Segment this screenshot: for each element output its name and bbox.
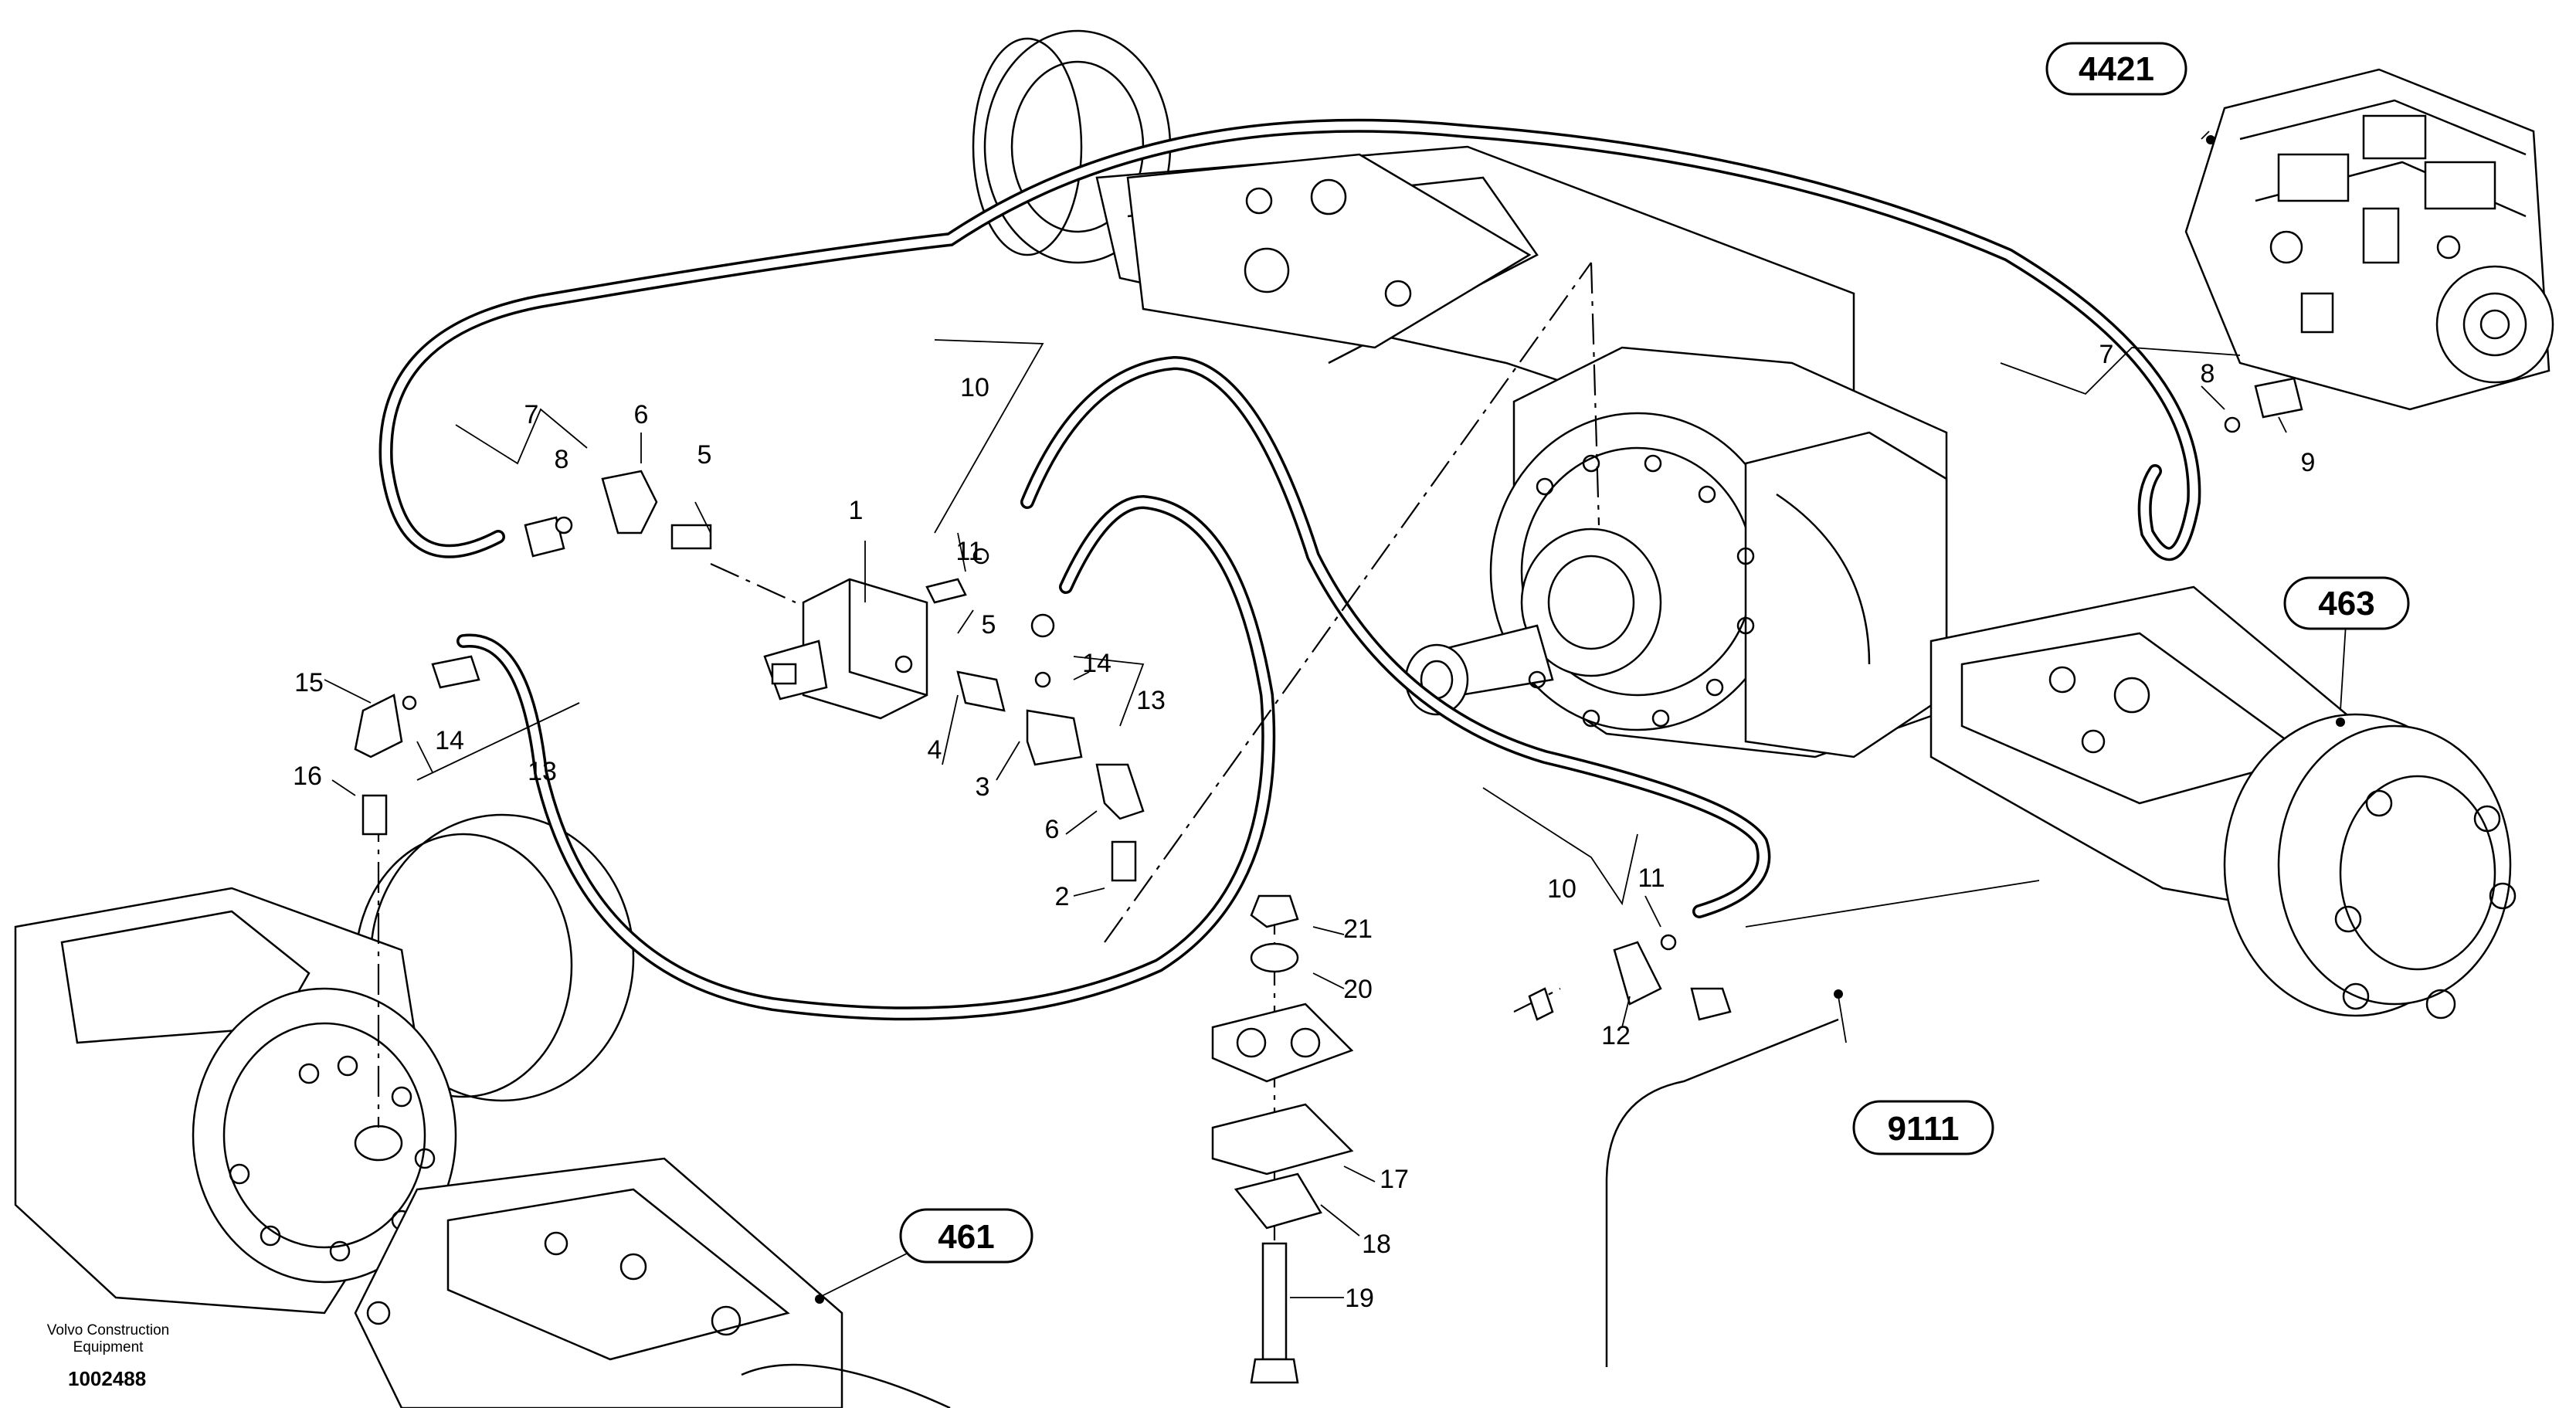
solenoid-valve (763, 578, 928, 720)
callout-461[interactable]: 461 (899, 1208, 1033, 1264)
part-number-5b: 5 (982, 610, 996, 640)
part-number-8b: 8 (2201, 359, 2215, 388)
part-number-10b: 10 (1547, 874, 1576, 904)
callout-4421-label: 4421 (2079, 50, 2154, 88)
brand-caption: Volvo Construction Equipment (31, 1322, 185, 1356)
part-number-11b: 11 (1638, 863, 1665, 893)
part-number-12: 12 (1601, 1021, 1631, 1050)
callout-4421[interactable]: 4421 (2045, 42, 2187, 96)
part-number-8a: 8 (555, 445, 569, 474)
dot-463 (2336, 718, 2345, 727)
part-number-14a: 14 (1082, 649, 1112, 678)
part-number-10a: 10 (960, 373, 989, 402)
brand-line-2: Equipment (73, 1339, 144, 1355)
part-number-20: 20 (1343, 975, 1373, 1004)
part-number-17: 17 (1380, 1165, 1409, 1194)
front-axle-drawing (14, 813, 951, 1408)
part-number-3: 3 (976, 772, 990, 802)
fittings-centre-group (925, 548, 1145, 882)
part-number-13b: 13 (528, 757, 557, 786)
part-number-2: 2 (1055, 882, 1070, 911)
callout-461-label: 461 (938, 1218, 994, 1256)
fittings-left-group (354, 470, 712, 836)
part-number-18: 18 (1362, 1230, 1391, 1259)
callout-9111-label: 9111 (1887, 1110, 1959, 1148)
part-number-labels: 1 2 3 4 5 5 6 6 7 7 8 8 9 10 10 11 11 12… (293, 340, 2315, 1313)
part-number-19: 19 (1345, 1284, 1374, 1313)
hose-13-middle (456, 494, 1276, 1021)
rear-axle-drawing (972, 29, 2517, 1020)
fittings-right-group (1528, 377, 2303, 1021)
part-number-15: 15 (294, 668, 324, 697)
part-number-13a: 13 (1136, 686, 1166, 715)
part-number-5a: 5 (697, 440, 712, 470)
clamp-assembly (1211, 894, 1354, 1384)
part-number-11a: 11 (955, 537, 983, 566)
callout-463-label: 463 (2318, 585, 2374, 623)
part-number-7b: 7 (2099, 340, 2114, 369)
hydraulic-tank-drawing (1605, 1018, 1839, 1367)
hydraulic-pump-drawing (2184, 68, 2554, 411)
part-number-16: 16 (293, 762, 322, 791)
dot-9111 (1834, 989, 1843, 999)
leader-lines (324, 131, 2349, 1304)
part-number-6a: 6 (634, 400, 649, 429)
hose-long-top (378, 118, 2201, 562)
brand-line-1: Volvo Construction (46, 1322, 170, 1338)
callout-463[interactable]: 463 (2283, 576, 2410, 630)
drawing-id: 1002488 (68, 1367, 147, 1390)
hose-10-upper (1020, 355, 1771, 918)
part-number-4: 4 (928, 735, 942, 765)
part-number-21: 21 (1343, 914, 1373, 944)
part-number-14b: 14 (435, 726, 464, 755)
part-number-6b: 6 (1045, 815, 1060, 844)
dot-4421 (2206, 135, 2215, 144)
dot-461 (815, 1294, 824, 1304)
part-number-7a: 7 (524, 400, 539, 429)
part-number-9: 9 (2301, 448, 2316, 477)
callout-9111[interactable]: 9111 (1852, 1100, 1994, 1155)
part-number-1: 1 (849, 496, 864, 525)
